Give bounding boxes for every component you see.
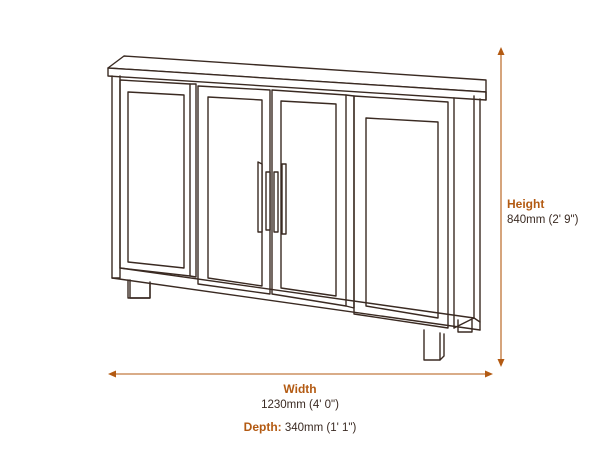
door-handles [257,161,287,235]
width-dimension: Width 1230mm (4' 0") [200,381,400,413]
depth-dimension: Depth: 340mm (1' 1") [150,420,450,434]
width-value: 1230mm (4' 0") [261,399,339,411]
height-dimension: Height 840mm (2' 9") [507,196,578,228]
left-door [119,79,197,278]
height-label: Height [507,197,545,211]
depth-value: 340mm (1' 1") [284,422,357,434]
height-arrow [497,47,505,367]
depth-label: Depth: [243,420,282,434]
center-left-door [197,85,271,295]
cabinet-body [111,75,481,331]
right-door [353,95,449,329]
cabinet-top [107,55,487,101]
front-right-leg [423,319,473,361]
width-label: Width [283,382,317,396]
height-value: 840mm (2' 9") [507,214,579,226]
front-left-leg [127,279,151,299]
width-arrow [108,370,493,378]
